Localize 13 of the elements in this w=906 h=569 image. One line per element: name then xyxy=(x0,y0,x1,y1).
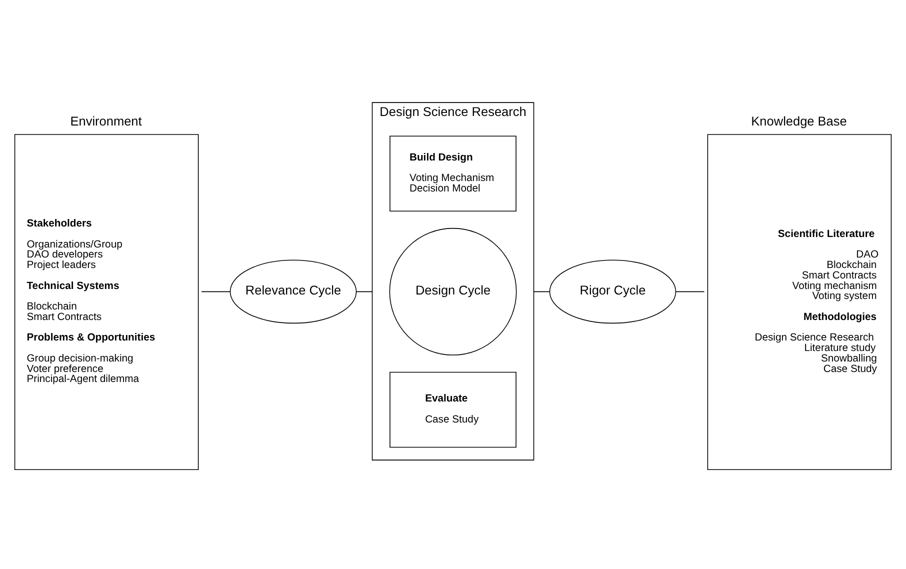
node-label: Knowledge Base xyxy=(751,114,847,129)
node-circle: Design Cycle xyxy=(389,228,517,356)
connector xyxy=(201,291,230,292)
connector xyxy=(676,291,705,292)
node-ellipse: Rigor Cycle xyxy=(549,260,676,324)
connector xyxy=(533,291,550,292)
node-box: Build Design Voting Mechanism Decision Model xyxy=(390,136,516,212)
node-box: Stakeholders Organizations/Group DAO developers Project leaders Technical Systems Blockchain Smart Contracts Problems & Opportunities Group decision-making Voter preference Principal-Agent dilemma xyxy=(14,134,199,470)
connector xyxy=(356,291,373,292)
node-box: Scientific Literature DAO Blockchain Smart Contracts Voting mechanism Voting system Methodologies Design Science Research Literature study Snowballing Case Study xyxy=(707,134,892,470)
node-label: Environment xyxy=(70,114,142,129)
node-box: Evaluate Case Study xyxy=(390,372,516,448)
node-ellipse: Relevance Cycle xyxy=(230,260,357,324)
